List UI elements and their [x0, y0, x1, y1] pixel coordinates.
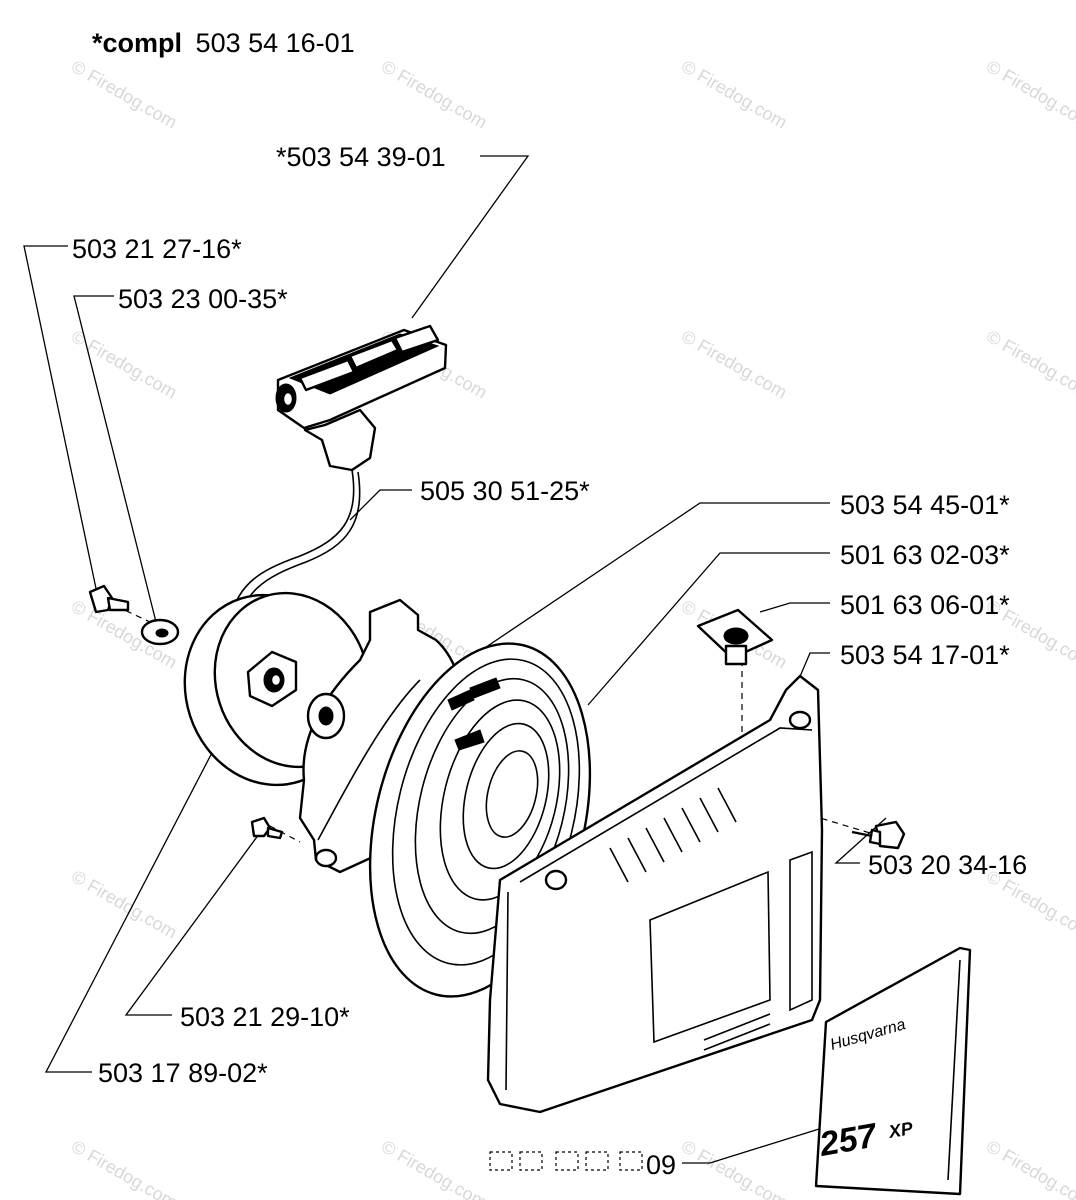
watermark: © Firedog.com — [68, 56, 180, 132]
part-label-housing: 503 54 17-01* — [840, 640, 1010, 670]
screw-right-part — [851, 820, 906, 850]
watermark: © Firedog.com — [378, 56, 490, 132]
housing-vents — [609, 787, 737, 883]
housing-part — [486, 674, 824, 1114]
assembly-number: 503 54 16-01 — [196, 28, 355, 58]
part-label-screw-left: 503 21 27-16* — [72, 234, 242, 264]
handle-part — [275, 324, 448, 472]
assembly-prefix: *compl — [92, 28, 182, 58]
watermark: © Firedog.com — [678, 326, 790, 402]
small-screw-part — [250, 816, 284, 840]
grommet-part — [696, 608, 774, 666]
watermark: © Firedog.com — [983, 1136, 1076, 1200]
assembly-title: *compl 503 54 16-01 — [92, 28, 355, 58]
part-label-rope: 505 30 51-25* — [420, 476, 590, 506]
watermark: © Firedog.com — [983, 326, 1076, 402]
screw-left-part — [88, 584, 130, 614]
watermark: © Firedog.com — [68, 866, 180, 942]
part-labels: *503 54 39-01 503 21 27-16* 503 23 00-35… — [72, 142, 1027, 1180]
watermark: © Firedog.com — [983, 56, 1076, 132]
part-label-screw-right: 503 20 34-16 — [868, 850, 1027, 880]
washer-part — [140, 618, 180, 646]
decal-suffix: XP — [886, 1118, 915, 1142]
part-label-washer: 503 23 00-35* — [118, 284, 288, 314]
decal-part: Husqvarna 257 XP — [814, 946, 972, 1196]
leader-lines — [23, 155, 887, 1164]
watermark: © Firedog.com — [678, 56, 790, 132]
part-label-spring: 501 63 02-03* — [840, 540, 1010, 570]
watermark: © Firedog.com — [68, 1136, 180, 1200]
part-label-grommet: 501 63 06-01* — [840, 590, 1010, 620]
decal-label-obscured — [489, 1151, 643, 1171]
watermark: © Firedog.com — [678, 1136, 790, 1200]
part-label-small-screw: 503 21 29-10* — [180, 1002, 350, 1032]
part-label-pulley-cover: 503 54 45-01* — [840, 490, 1010, 520]
part-label-decal: 09 — [646, 1150, 676, 1180]
watermark: © Firedog.com — [378, 1136, 490, 1200]
part-label-handle: *503 54 39-01 — [276, 142, 446, 172]
part-label-pulley: 503 17 89-02* — [98, 1058, 268, 1088]
